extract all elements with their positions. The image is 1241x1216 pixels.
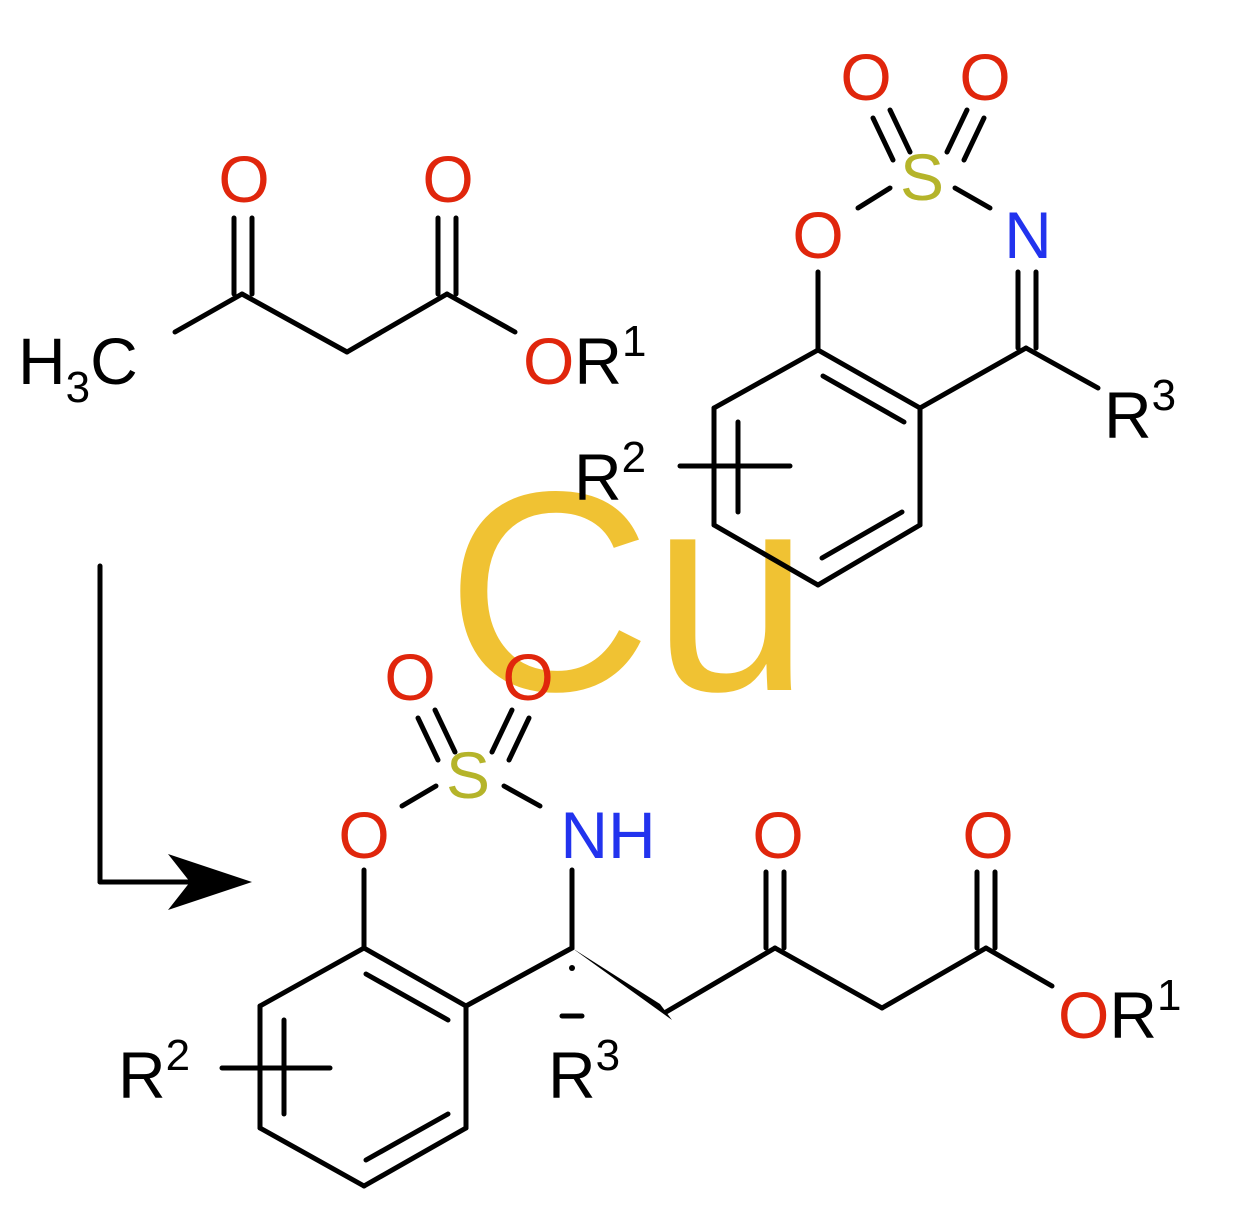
product-ring-oxygen: O bbox=[338, 798, 389, 872]
product-r3: R bbox=[548, 1038, 596, 1112]
bond-benz-1 bbox=[815, 347, 923, 411]
bond-benz-4 bbox=[711, 522, 821, 588]
reaction-arrow bbox=[97, 563, 252, 910]
bond-methyl-keto bbox=[172, 291, 245, 335]
product-sulfonyl-oxygen-right: O bbox=[502, 640, 553, 714]
product-r3-superscript: 3 bbox=[596, 1031, 620, 1080]
bond-ch2-ester bbox=[344, 291, 450, 355]
bond-s-o-left-a bbox=[887, 107, 913, 155]
ketoester-ester-oxygen: O bbox=[523, 324, 574, 398]
product-ester-group: OR1 bbox=[1058, 971, 1182, 1052]
methyl-label: H3C bbox=[18, 324, 138, 412]
ketoester-carbonyl-oxygen: O bbox=[422, 142, 473, 216]
methyl-hydrogen: H bbox=[18, 324, 66, 398]
bond-ester-o bbox=[444, 291, 518, 335]
product-r2-group: R2 bbox=[118, 1031, 190, 1112]
bond-p-benz-1-inner bbox=[363, 971, 451, 1023]
bond-benz-1-inner bbox=[820, 373, 907, 425]
product-amine-nh: NH bbox=[560, 798, 655, 872]
ketoester-r1-superscript: 1 bbox=[622, 317, 646, 366]
product-r2: R bbox=[118, 1038, 166, 1112]
reactant-imine: O O S O N R2 R3 bbox=[574, 40, 1176, 588]
product-r3-group: R3 bbox=[548, 1031, 620, 1112]
catalyst-label: Cu bbox=[446, 433, 810, 751]
ketoester-bonds bbox=[172, 215, 518, 355]
stereo-dot bbox=[569, 965, 575, 971]
imine-sulfonyl-oxygen-right: O bbox=[959, 40, 1010, 114]
product-r2-superscript: 2 bbox=[166, 1031, 190, 1080]
bond-benz-6 bbox=[711, 347, 821, 411]
bond-p-s-o-right-a bbox=[489, 707, 515, 755]
bond-s-o-right-a bbox=[944, 107, 970, 155]
bond-p-s-o-right-b bbox=[506, 715, 532, 763]
bond-s-o-left-b bbox=[870, 115, 896, 163]
product-bonds bbox=[219, 707, 1055, 1189]
product: O O S O NH O O OR1 R2 R3 bbox=[118, 640, 1182, 1189]
bond-p-benz-4 bbox=[257, 1125, 367, 1189]
methyl-subscript: 3 bbox=[66, 363, 90, 412]
imine-sulfonyl-oxygen-left: O bbox=[840, 40, 891, 114]
bond-p-s-o-left-a bbox=[432, 707, 458, 755]
bond-p-o-s bbox=[399, 783, 439, 809]
bond-c-r3 bbox=[1023, 345, 1101, 391]
arrow-head bbox=[168, 854, 252, 910]
bond-o-s bbox=[855, 185, 893, 211]
bond-p-ch2-ester bbox=[879, 945, 989, 1011]
bond-p-ester-o bbox=[983, 945, 1055, 989]
product-r1-superscript: 1 bbox=[1157, 971, 1181, 1020]
bond-benz-3 bbox=[815, 522, 923, 588]
bond-p-c-aryl bbox=[463, 945, 575, 1009]
bond-p-benz-3-inner bbox=[363, 1111, 451, 1163]
product-carbonyl-oxygen: O bbox=[962, 798, 1013, 872]
ketoester-ester-group: OR1 bbox=[523, 317, 647, 398]
bond-p-benz-6 bbox=[257, 945, 367, 1009]
bond-p-keto-ch2 bbox=[772, 945, 885, 1011]
product-keto-oxygen: O bbox=[752, 798, 803, 872]
bond-s-n bbox=[952, 185, 993, 211]
bond-p-benz-1 bbox=[361, 945, 469, 1009]
bond-p-benz-3 bbox=[361, 1125, 469, 1189]
ketoester-keto-oxygen: O bbox=[218, 142, 269, 216]
product-r1: R bbox=[1109, 978, 1157, 1052]
product-sulfonyl-oxygen-left: O bbox=[384, 640, 435, 714]
imine-sulfur: S bbox=[900, 140, 944, 214]
bond-c-aryl bbox=[917, 345, 1029, 411]
imine-nitrogen: N bbox=[1004, 198, 1052, 272]
imine-bonds bbox=[677, 107, 1101, 588]
bond-s-o-right-b bbox=[961, 115, 987, 163]
imine-r3-superscript: 3 bbox=[1152, 371, 1176, 420]
imine-r3-group: R3 bbox=[1104, 371, 1176, 452]
imine-r2-group: R2 bbox=[574, 433, 646, 514]
methyl-carbon: C bbox=[90, 324, 138, 398]
bond-p-s-o-left-b bbox=[415, 715, 441, 763]
bond-p-ch2-keto bbox=[663, 945, 778, 1015]
bond-keto-ch2 bbox=[239, 291, 350, 355]
bond-p-s-n bbox=[501, 783, 543, 809]
reactant-ketoester: O O H3C OR1 bbox=[18, 142, 647, 412]
imine-r2: R bbox=[574, 440, 622, 514]
bond-benz-3-inner bbox=[819, 509, 905, 561]
product-sulfur: S bbox=[446, 738, 490, 812]
imine-r2-superscript: 2 bbox=[622, 433, 646, 482]
imine-r3: R bbox=[1104, 378, 1152, 452]
product-ester-oxygen: O bbox=[1058, 978, 1109, 1052]
wedge-bond bbox=[572, 948, 672, 1020]
ketoester-r1: R bbox=[574, 324, 622, 398]
imine-ring-oxygen: O bbox=[792, 198, 843, 272]
